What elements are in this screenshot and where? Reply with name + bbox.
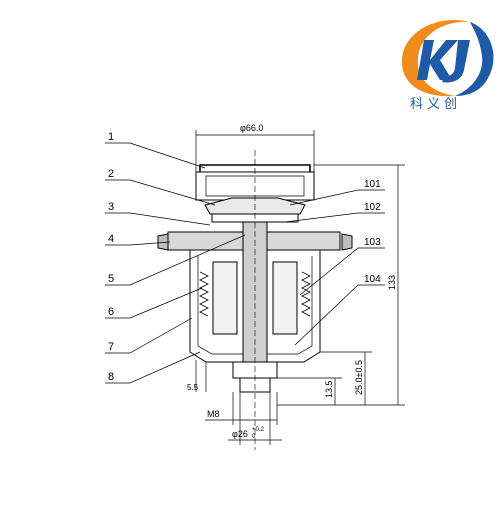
dim-height-total: 133 (387, 275, 397, 290)
dim-bottom-tol-low: 0 (252, 434, 256, 440)
leader-lines (105, 142, 385, 384)
callout-8: 8 (108, 371, 114, 383)
callout-4: 4 (108, 233, 114, 245)
callouts-right: 101 102 103 104 (364, 179, 381, 285)
callout-6: 6 (108, 306, 114, 318)
callout-102: 102 (364, 202, 381, 213)
callout-103: 103 (364, 237, 381, 248)
dimension-labels: φ66.0 133 25.0±0.5 13.5 5.5 M8 φ26 +0.2 … (187, 123, 397, 440)
callout-5: 5 (108, 273, 114, 285)
dim-top-diameter: φ66.0 (240, 123, 263, 133)
callout-2: 2 (108, 168, 114, 180)
dim-13-5: 13.5 (324, 380, 334, 398)
dim-25: 25.0±0.5 (354, 360, 364, 395)
dimension-lines (195, 130, 405, 445)
callout-104: 104 (364, 274, 381, 285)
callout-101: 101 (364, 179, 381, 190)
dim-bottom-tol-high: +0.2 (252, 427, 265, 433)
motor-assembly (157, 150, 353, 450)
callout-1: 1 (108, 131, 114, 143)
company-name: 科义创 (410, 97, 462, 112)
dim-5-5: 5.5 (187, 383, 199, 392)
callout-3: 3 (108, 201, 114, 213)
kj-logo-icon (402, 19, 494, 97)
dim-thread: M8 (207, 409, 220, 419)
callout-7: 7 (108, 341, 114, 353)
callouts-left: 1 2 3 4 5 6 7 8 (108, 131, 114, 383)
dim-bottom-diameter: φ26 (232, 429, 248, 439)
